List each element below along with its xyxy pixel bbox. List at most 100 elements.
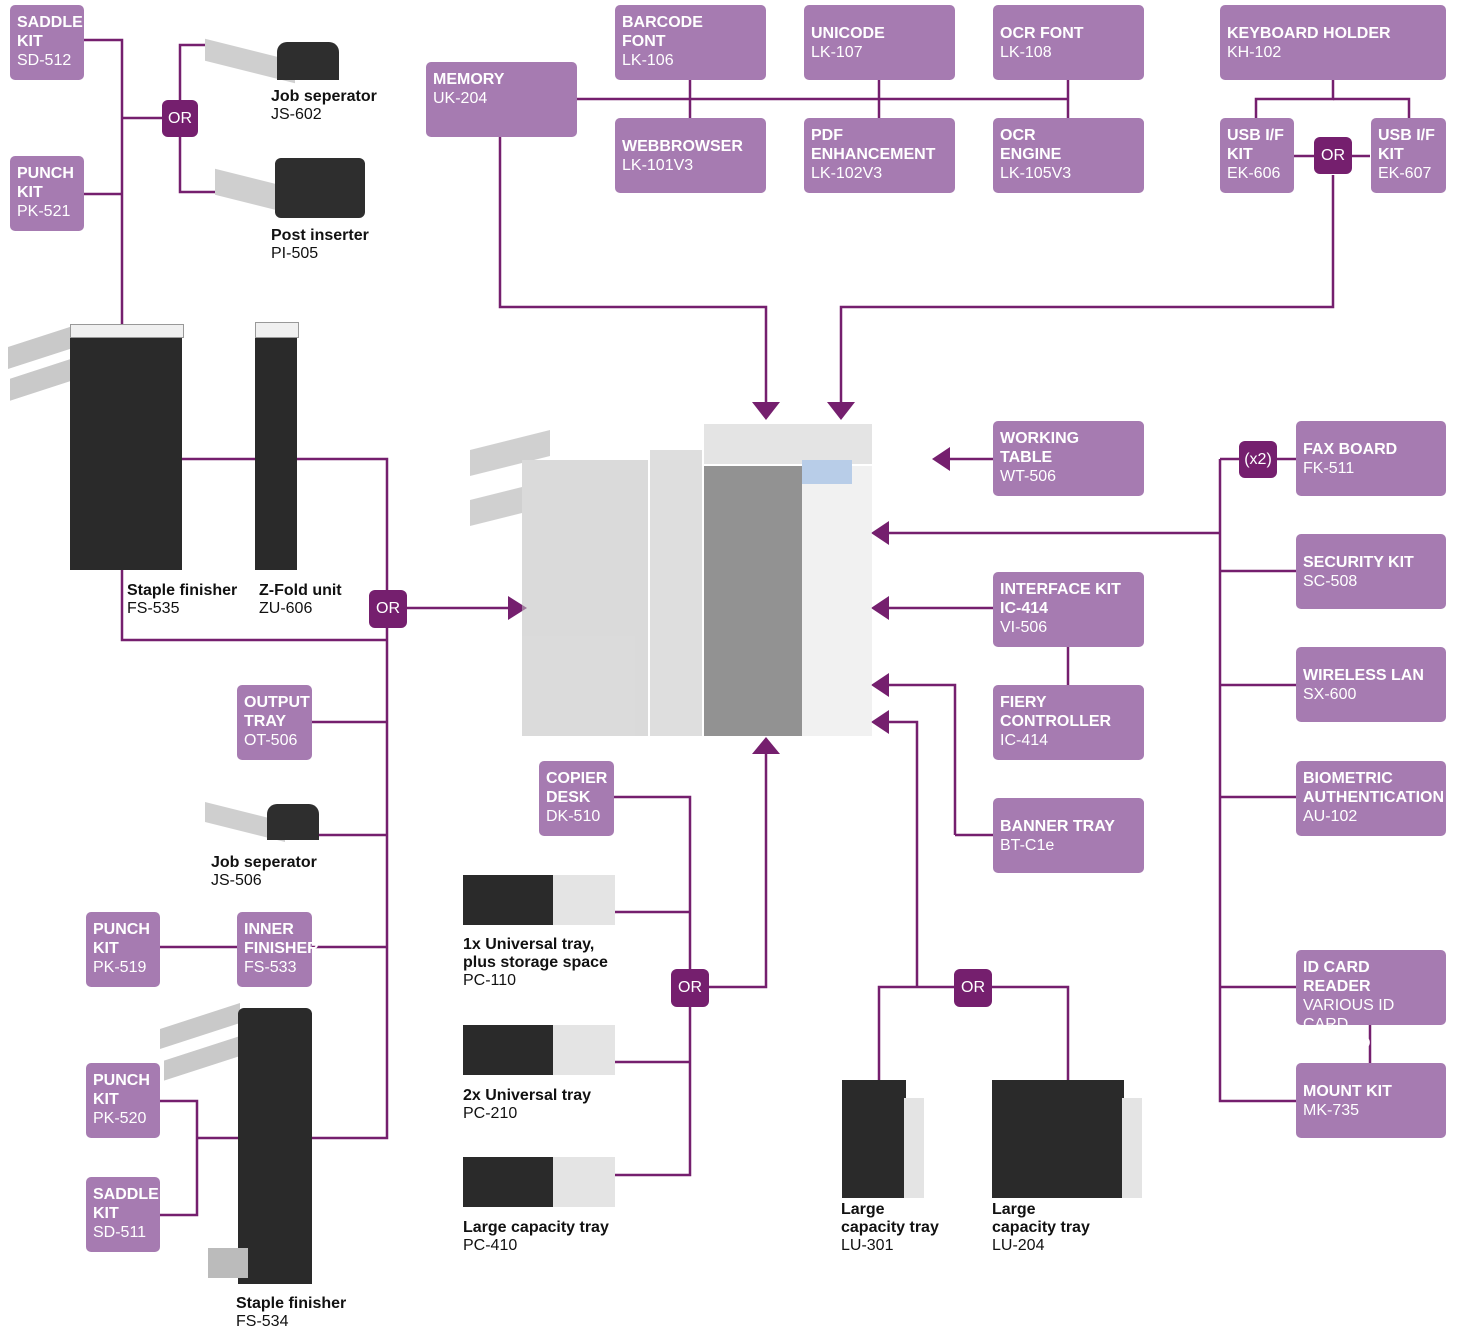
large-capacity-tray-lu204-image [992, 1080, 1142, 1198]
box-title: UNICODE [811, 25, 885, 42]
box-title: SADDLE KIT [17, 14, 83, 50]
copier-desk-box: COPIER DESK DK-510 [539, 761, 614, 836]
box-code: EK-607 [1378, 165, 1432, 182]
box-code: LK-101V3 [622, 157, 694, 174]
box-title: USB I/F KIT [1227, 127, 1284, 163]
box-code: FK-511 [1303, 460, 1355, 477]
caption-fs534: Staple finisher FS-534 [236, 1295, 346, 1331]
z-fold-unit-image [255, 322, 299, 572]
caption-name: 1x Universal tray, plus storage space [463, 936, 608, 971]
or-connector-job-separator: OR [162, 100, 198, 137]
caption-name: Staple finisher [236, 1295, 347, 1312]
box-title: PUNCH KIT [93, 1072, 150, 1108]
universal-tray-pc210-image [463, 1025, 615, 1075]
box-title: BANNER TRAY [1000, 818, 1115, 835]
caption-name: Large capacity tray [463, 1219, 609, 1236]
caption-zu606: Z-Fold unit ZU-606 [259, 582, 342, 618]
box-code: LK-106 [622, 52, 674, 69]
box-title: WEBBROWSER [622, 138, 743, 155]
caption-code: PC-410 [463, 1237, 518, 1254]
or-connector-lct: OR [954, 969, 992, 1007]
box-title: OCR FONT [1000, 25, 1084, 42]
staple-finisher-fs534-image [160, 998, 315, 1288]
box-title: ID CARD READER [1303, 959, 1371, 995]
caption-name: Large capacity tray [992, 1201, 1090, 1236]
main-copier-image [430, 420, 875, 740]
or-connector-desk: OR [671, 969, 709, 1007]
caption-pi505: Post inserter PI-505 [271, 227, 369, 263]
banner-tray-box: BANNER TRAY BT-C1e [993, 798, 1144, 873]
inner-finisher-box: INNER FINISHER FS-533 [237, 912, 319, 987]
box-title: PUNCH KIT [17, 165, 74, 201]
box-title: MOUNT KIT [1303, 1083, 1392, 1100]
box-code: LK-105V3 [1000, 165, 1072, 182]
ocr-engine-box: OCR ENGINE LK-105V3 [993, 118, 1144, 193]
memory-box: MEMORY UK-204 [426, 62, 577, 137]
large-capacity-tray-pc410-image [463, 1157, 615, 1207]
post-inserter-image [215, 158, 365, 220]
box-code: FS-533 [244, 959, 297, 976]
saddle-kit-sd511-box: SADDLE KIT SD-511 [86, 1177, 160, 1252]
box-code: SC-508 [1303, 573, 1358, 590]
caption-code: FS-534 [236, 1313, 289, 1330]
id-card-reader-box: ID CARD READER VARIOUS ID CARD TECHNOLOG… [1296, 950, 1446, 1052]
job-separator-js506-image [205, 800, 325, 846]
box-title: KEYBOARD HOLDER [1227, 25, 1391, 42]
or-connector-finisher: OR [369, 590, 407, 628]
punch-kit-pk519-box: PUNCH KIT PK-519 [86, 912, 160, 987]
caption-name: Post inserter [271, 227, 369, 244]
pdf-enhancement-box: PDF ENHANCEMENT LK-102V3 [804, 118, 955, 193]
box-code: KH-102 [1227, 44, 1282, 61]
barcode-font-box: BARCODE FONT LK-106 [615, 5, 766, 80]
caption-code: PC-210 [463, 1105, 518, 1122]
box-code: OT-506 [244, 732, 298, 749]
punch-kit-pk521-box: PUNCH KIT PK-521 [10, 156, 84, 231]
caption-js506: Job seperator JS-506 [211, 854, 317, 890]
job-separator-js602-image [205, 38, 355, 84]
box-title: OUTPUT TRAY [244, 694, 310, 730]
caption-code: FS-535 [127, 600, 180, 617]
saddle-kit-sd512-box: SADDLE KIT SD-512 [10, 5, 84, 80]
caption-code: PI-505 [271, 245, 319, 262]
box-title: SADDLE KIT [93, 1186, 159, 1222]
biometric-authentication-box: BIOMETRIC AUTHENTICATION AU-102 [1296, 761, 1446, 836]
box-title: WIRELESS LAN [1303, 667, 1424, 684]
caption-name: Staple finisher [127, 582, 238, 599]
box-code: PK-519 [93, 959, 147, 976]
caption-pc410: Large capacity tray PC-410 [463, 1219, 609, 1255]
box-code: AU-102 [1303, 808, 1358, 825]
caption-code: LU-204 [992, 1237, 1045, 1254]
box-title: COPIER DESK [546, 770, 608, 806]
box-code: WT-506 [1000, 468, 1057, 485]
caption-name: Job seperator [271, 88, 377, 105]
caption-js602: Job seperator JS-602 [271, 88, 377, 124]
box-title: PDF ENHANCEMENT [811, 127, 936, 163]
fax-board-box: FAX BOARD FK-511 [1296, 421, 1446, 496]
box-code: LK-102V3 [811, 165, 883, 182]
usb-kit-ek606-box: USB I/F KIT EK-606 [1220, 118, 1294, 193]
box-code: LK-107 [811, 44, 863, 61]
box-code: VI-506 [1000, 619, 1048, 636]
box-code: EK-606 [1227, 165, 1281, 182]
box-title: MEMORY [433, 71, 505, 88]
output-tray-box: OUTPUT TRAY OT-506 [237, 685, 312, 760]
box-title: INNER FINISHER [244, 921, 319, 957]
caption-pc210: 2x Universal tray PC-210 [463, 1087, 591, 1123]
box-code: DK-510 [546, 808, 601, 825]
caption-lu204: Large capacity tray LU-204 [992, 1201, 1090, 1255]
box-code: PK-520 [93, 1110, 147, 1127]
working-table-box: WORKING TABLE WT-506 [993, 421, 1144, 496]
box-code: BT-C1e [1000, 837, 1055, 854]
ocr-font-box: OCR FONT LK-108 [993, 5, 1144, 80]
box-code: SX-600 [1303, 686, 1357, 703]
caption-pc110: 1x Universal tray, plus storage space PC… [463, 936, 608, 990]
caption-name: Z-Fold unit [259, 582, 342, 599]
security-kit-box: SECURITY KIT SC-508 [1296, 534, 1446, 609]
mount-kit-box: MOUNT KIT MK-735 [1296, 1063, 1446, 1138]
box-code: UK-204 [433, 90, 488, 107]
box-title: WORKING TABLE [1000, 430, 1080, 466]
large-capacity-tray-lu301-image [842, 1080, 924, 1198]
unicode-box: UNICODE LK-107 [804, 5, 955, 80]
box-title: USB I/F KIT [1378, 127, 1435, 163]
